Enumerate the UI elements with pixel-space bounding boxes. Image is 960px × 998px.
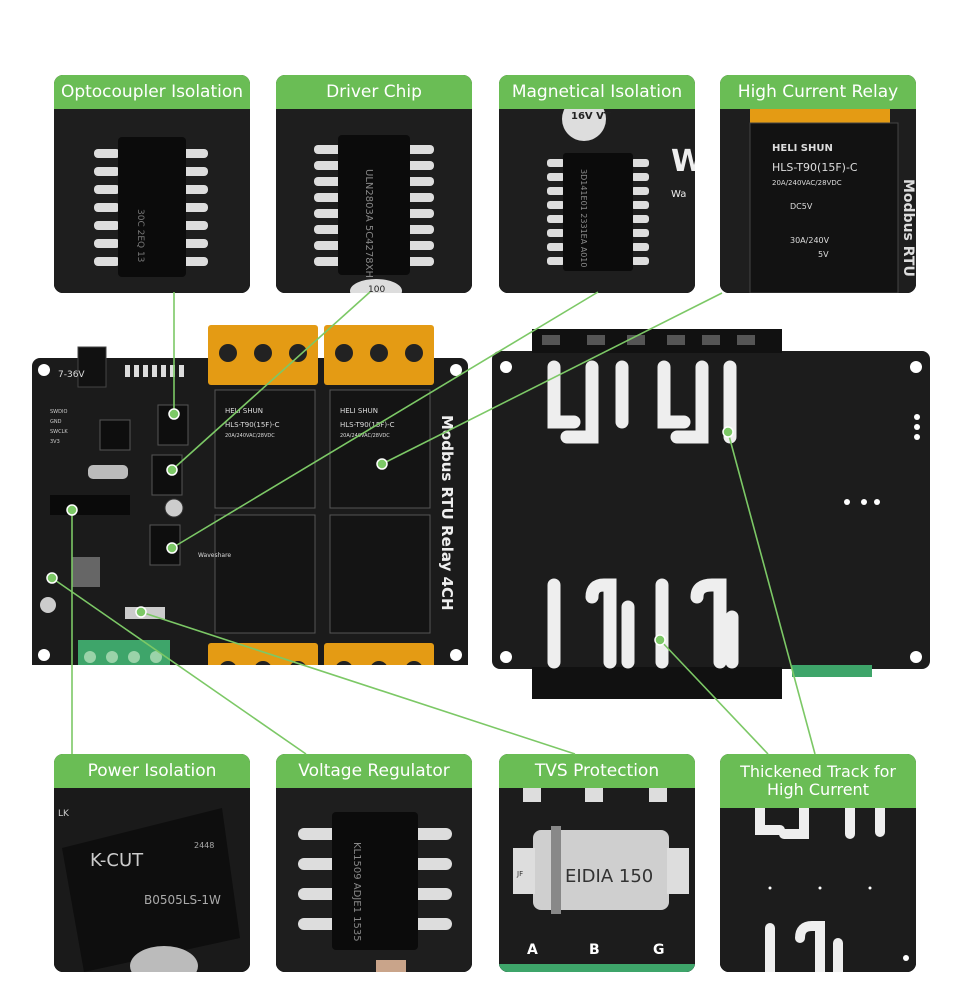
optocoupler-closeup: 30C 2EQ 13 [54, 109, 250, 293]
board-name: Modbus RTU Relay 4CH [438, 415, 456, 611]
card-title: Voltage Regulator [276, 754, 472, 788]
tvs-pin-label: B [589, 942, 600, 958]
tvs-part-text: EIDIA 150 [565, 866, 653, 887]
regulator-closeup: KL1509 ADJE1 1535 [276, 788, 472, 972]
card-magnetical-isolation: Magnetical Isolation 16V VT 3D141E01 233… [499, 75, 695, 293]
tvs-closeup: EIDIA 150 JF A B G [499, 788, 695, 972]
pin-label: 3V3 [50, 439, 60, 445]
driver-chip-closeup: ULN2803A 5C4278XH 100 [276, 109, 472, 293]
mag-chip-text: 3D141E01 2331EA A010 [579, 169, 588, 267]
card-title: Thickened Track for High Current [720, 754, 916, 808]
relay-model: HLS-T90(15F)-C [225, 421, 280, 429]
driver-chip-text: ULN2803A 5C4278XH [363, 169, 374, 278]
card-title-line2: High Current [767, 780, 869, 799]
tvs-pin-label: G [653, 942, 665, 958]
card-title-line1: Thickened Track for [740, 762, 896, 781]
relay-brand: HELI SHUN [225, 407, 263, 415]
card-title: High Current Relay [720, 75, 916, 109]
power-isolation-closeup: LK K-CUT 2448 B0505LS-1W [54, 788, 250, 972]
card-thickened-track: Thickened Track for High Current [720, 754, 916, 972]
pin-label: SWDIO [50, 409, 67, 415]
board-voltage-label: 7-36V [58, 370, 85, 380]
card-title: Power Isolation [54, 754, 250, 788]
relay-brand: HELI SHUN [340, 407, 378, 415]
mag-cap-text: 16V VT [571, 111, 611, 122]
power-module-text: K-CUT [90, 850, 144, 871]
pin-label: GND [50, 419, 62, 425]
relay-closeup: HELI SHUN HLS-T90(15F)-C 20A/240VAC/28VD… [720, 109, 916, 293]
card-driver-chip: Driver Chip ULN2803A 5C4278XH 100 [276, 75, 472, 293]
tvs-pin-label: A [527, 942, 538, 958]
driver-cap-text: 100 [368, 285, 385, 293]
relay-model-zoom: HLS-T90(15F)-C [772, 161, 858, 174]
magnetical-closeup: 16V VT 3D141E01 2331EA A010 W Wa [499, 109, 695, 293]
relay-model: HLS-T90(15F)-C [340, 421, 395, 429]
card-title: Driver Chip [276, 75, 472, 109]
board-brand: Waveshare [198, 552, 231, 559]
card-title: Optocoupler Isolation [54, 75, 250, 109]
mag-logo: W [671, 144, 695, 179]
card-power-isolation: Power Isolation LK K-CUT 2448 B0505LS-1W [54, 754, 250, 972]
card-title: Magnetical Isolation [499, 75, 695, 109]
relay-board-back [492, 329, 930, 699]
relay-rating: 20A/240VAC/28VDC [340, 433, 390, 439]
card-voltage-regulator: Voltage Regulator KL1509 ADJE1 1535 [276, 754, 472, 972]
mag-logo-text: Wa [671, 189, 686, 200]
card-tvs-protection: TVS Protection EIDIA 150 JF A B G [499, 754, 695, 972]
relay-v-zoom: 5V [818, 250, 829, 259]
power-code-text: 2448 [194, 841, 214, 850]
relay-side-text: Modbus RTU [900, 179, 916, 277]
relay-rating-zoom: 20A/240VAC/28VDC [772, 179, 842, 187]
card-title: TVS Protection [499, 754, 695, 788]
power-label: LK [58, 809, 70, 819]
track-closeup [720, 808, 916, 972]
card-high-current-relay: High Current Relay HELI SHUN HLS-T90(15F… [720, 75, 916, 293]
relay-brand-zoom: HELI SHUN [772, 143, 833, 154]
opto-chip-text: 30C 2EQ 13 [135, 209, 145, 262]
relay-rating: 20A/240VAC/28VDC [225, 433, 275, 439]
card-optocoupler: Optocoupler Isolation 30C 2EQ 13 [54, 75, 250, 293]
relay-board-front: 7-36V SWDIO GND SWCLK 3V3 HELI [32, 325, 468, 665]
relay-coil-zoom: DC5V [790, 202, 813, 211]
power-model-text: B0505LS-1W [144, 893, 221, 907]
tvs-jf-text: JF [516, 870, 523, 878]
relay-current-zoom: 30A/240V [790, 236, 830, 245]
pin-label: SWCLK [50, 429, 68, 435]
regulator-chip-text: KL1509 ADJE1 1535 [351, 842, 362, 942]
